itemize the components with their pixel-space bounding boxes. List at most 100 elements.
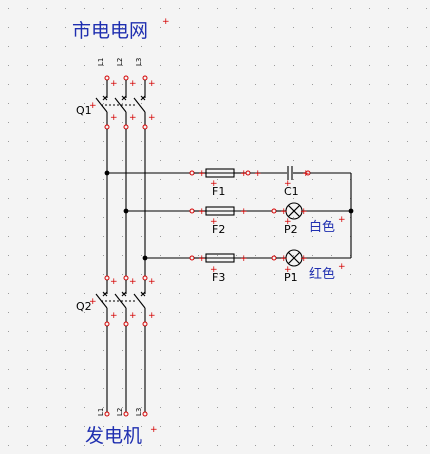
grid-dot [426,122,427,123]
grid-dot [198,236,199,237]
grid-dot [198,350,199,351]
grid-dot [388,274,389,275]
grid-dot [388,84,389,85]
grid-dot [103,65,104,66]
grid-dot [369,350,370,351]
grid-dot [103,198,104,199]
grid-dot [141,198,142,199]
pin-marker: + [110,79,118,89]
grid-dot [179,293,180,294]
grid-dot [274,103,275,104]
grid-dot [312,445,313,446]
grid-dot [122,103,123,104]
pin-marker: + [302,169,310,179]
grid-dot [426,255,427,256]
grid-dot [122,274,123,275]
pin-marker: + [148,79,156,89]
grid-dot [407,27,408,28]
grid-dot [84,65,85,66]
grid-dot [8,84,9,85]
label-white: 白色 [309,219,335,235]
grid-dot [293,388,294,389]
grid-dot [293,236,294,237]
grid-dot [255,274,256,275]
grid-dot [179,46,180,47]
grid-dot [274,350,275,351]
grid-dot [122,84,123,85]
pin-marker: + [300,254,308,264]
grid-dot [65,84,66,85]
grid-dot [388,369,389,370]
grid-dot [369,27,370,28]
grid-dot [27,445,28,446]
grid-dot [274,255,275,256]
grid-dot [236,369,237,370]
grid-dot [141,8,142,9]
grid-dot [8,293,9,294]
grid-dot [141,217,142,218]
grid-dot [350,407,351,408]
grid-dot [236,198,237,199]
grid-dot [103,426,104,427]
grid-dot [369,217,370,218]
grid-dot [46,8,47,9]
grid-dot [255,407,256,408]
grid-dot [65,312,66,313]
grid-dot [236,8,237,9]
pin-marker: + [210,179,218,189]
grid-dot [122,217,123,218]
grid-dot [217,293,218,294]
grid-dot [84,255,85,256]
grid-dot [84,236,85,237]
grid-dot [388,255,389,256]
grid-dot [122,46,123,47]
grid-dot [388,388,389,389]
pin-marker: + [110,311,118,321]
grid-dot [312,255,313,256]
grid-dot [388,8,389,9]
pin-marker: + [280,254,288,264]
pin-marker: + [110,277,118,287]
grid-dot [179,122,180,123]
grid-dot [407,331,408,332]
grid-dot [84,27,85,28]
grid-dot [103,217,104,218]
grid-dot [312,103,313,104]
grid-dot [65,8,66,9]
grid-dot [84,46,85,47]
grid-dot [350,445,351,446]
grid-dot [426,65,427,66]
grid-dot [236,426,237,427]
grid-dot [8,103,9,104]
grid-dot [388,179,389,180]
generator-title: 发电机 [85,425,142,447]
pin-marker: + [210,265,218,275]
grid-dot [46,103,47,104]
grid-dot [122,65,123,66]
pin-marker: + [110,113,118,123]
grid-dot [65,274,66,275]
grid-dot [331,274,332,275]
grid-dot [141,407,142,408]
grid-dot [255,426,256,427]
grid-dot [179,217,180,218]
grid-dot [274,426,275,427]
grid-dot [369,65,370,66]
grid-dot [122,426,123,427]
grid-dot [255,8,256,9]
grid-dot [312,160,313,161]
grid-dot [407,426,408,427]
grid-dot [198,46,199,47]
grid-dot [255,46,256,47]
grid-dot [255,179,256,180]
grid-dot [198,27,199,28]
grid-dot [407,122,408,123]
grid-dot [350,369,351,370]
grid-dot [65,46,66,47]
grid-dot [46,179,47,180]
grid-dot [84,160,85,161]
grid-dot [103,312,104,313]
grid-dot [198,65,199,66]
grid-dot [369,198,370,199]
grid-dot [122,198,123,199]
